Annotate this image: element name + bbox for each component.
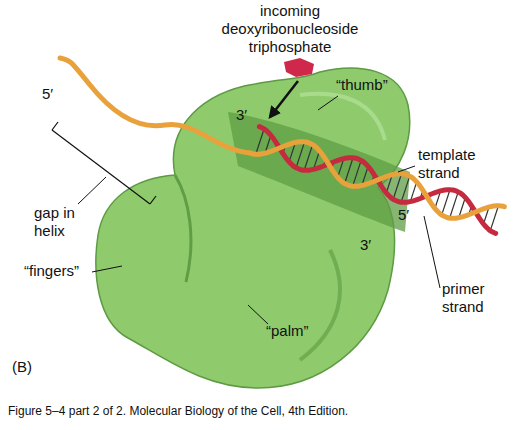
gap-bracket — [52, 122, 58, 130]
base-pair — [490, 206, 498, 231]
nucleotide-symbol — [284, 58, 314, 77]
palm-shading — [300, 250, 340, 360]
base-pair — [256, 129, 264, 154]
part-label: “palm” — [266, 322, 309, 340]
base-pair — [304, 145, 312, 171]
base-pair — [450, 192, 459, 218]
template-single-strand — [60, 58, 251, 153]
dna-helix — [251, 127, 505, 234]
callout-label: incoming deoxyribonucleoside triphosphat… — [210, 2, 370, 56]
end-label: 5′ — [398, 206, 409, 224]
gap-bracket — [52, 130, 150, 204]
part-label: “fingers” — [24, 262, 79, 280]
leader-line — [424, 216, 440, 288]
base-pair — [345, 158, 353, 184]
base-pair — [393, 174, 401, 199]
leader-line — [398, 166, 415, 172]
leader-line — [92, 266, 122, 272]
end-label: 5′ — [42, 85, 53, 103]
leader-line — [78, 177, 106, 204]
end-label: 3′ — [360, 236, 371, 254]
leader-line — [318, 96, 338, 110]
callout-label: template strand — [418, 146, 484, 182]
part-label: “thumb” — [336, 76, 388, 94]
leader-line — [248, 305, 268, 324]
base-pair — [401, 176, 409, 202]
fold-shading — [175, 175, 191, 282]
thumb-highlight — [300, 94, 385, 140]
callout-label: gap in helix — [34, 204, 94, 240]
gap-bracket — [150, 196, 156, 204]
callout-label: primer strand — [442, 280, 504, 316]
figure-caption: Figure 5–4 part 2 of 2. Molecular Biolog… — [8, 404, 348, 419]
end-label: 3′ — [236, 106, 247, 124]
base-pair — [442, 190, 450, 215]
panel-label: (B) — [12, 358, 32, 376]
base-pair — [353, 160, 361, 186]
base-pair — [296, 142, 304, 168]
incoming-arrow — [270, 81, 298, 117]
protein-body — [96, 68, 410, 388]
template-strand-ribbon — [251, 142, 505, 219]
